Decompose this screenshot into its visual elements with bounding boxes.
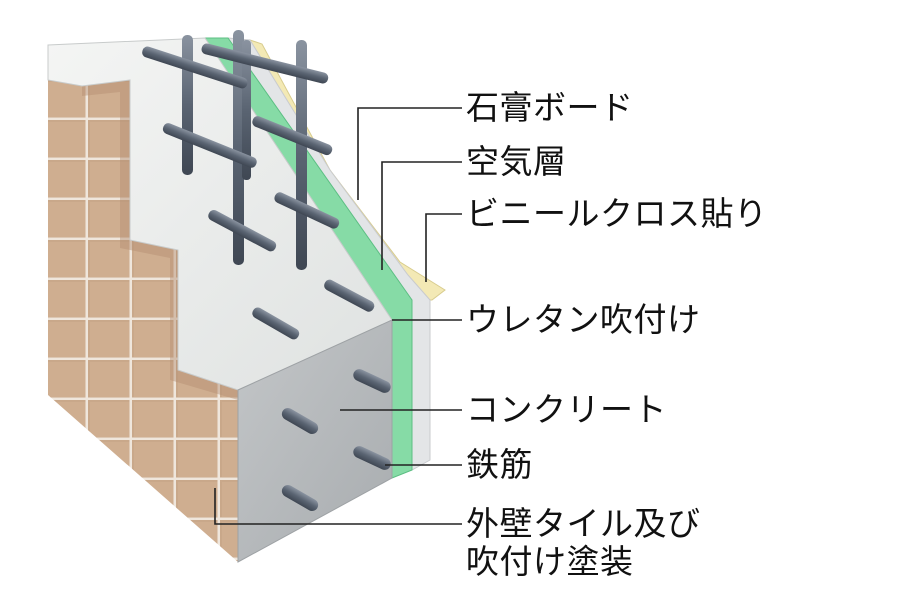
rebar-horizontal-2 <box>201 43 329 84</box>
rebar-end-2 <box>281 408 319 434</box>
leader-lines <box>214 107 462 525</box>
rebar-end-3 <box>353 446 391 470</box>
rebar-horizontal-7 <box>252 307 300 340</box>
rebar-horizontal-3 <box>162 123 257 168</box>
rebar-horizontal-4 <box>252 116 333 156</box>
rebar-horizontal-1 <box>142 46 248 89</box>
rebar-end-4 <box>281 485 319 511</box>
label-exterior-line2: 吹付け塗装 <box>466 542 634 581</box>
rebar-horizontal-group <box>142 43 375 340</box>
rebar-ends-front-group <box>281 369 391 511</box>
label-gypsum-board: 石膏ボード <box>466 88 634 127</box>
exterior-tile-face <box>48 80 238 562</box>
label-urethane-spray: ウレタン吹付け <box>466 300 701 339</box>
label-rebar: 鉄筋 <box>466 445 533 484</box>
tile-edge-shadow <box>82 80 238 400</box>
leader-exterior <box>214 488 462 525</box>
leader-air-layer <box>381 161 462 270</box>
rebar-vertical-2 <box>233 30 244 265</box>
leader-gypsum-board <box>357 107 462 200</box>
rebar-horizontal-6 <box>274 192 340 229</box>
label-exterior-line1: 外壁タイル及び <box>466 504 701 543</box>
rebar-horizontal-5 <box>208 209 277 252</box>
label-vinyl-cloth: ビニールクロス貼り <box>466 194 768 233</box>
rebar-vertical-1 <box>182 35 193 175</box>
label-air-layer: 空気層 <box>466 142 567 181</box>
label-concrete: コンクリート <box>466 390 667 429</box>
leader-vinyl-cloth <box>425 213 462 282</box>
rebar-horizontal-8 <box>324 279 375 312</box>
rebar-vertical-4 <box>242 40 251 180</box>
concrete-front-face <box>237 319 393 563</box>
rebar-end-1 <box>353 369 391 393</box>
